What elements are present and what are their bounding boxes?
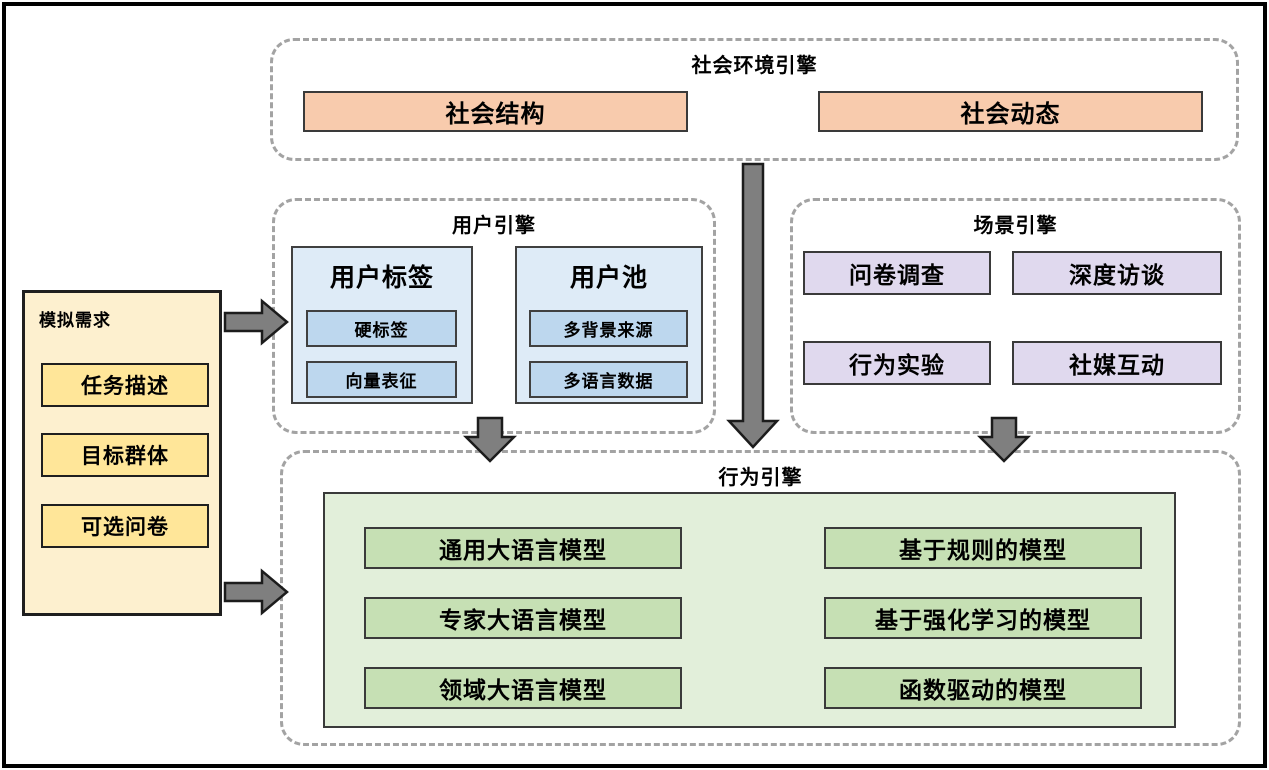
domain-llm-box: 领域大语言模型 [364, 667, 682, 709]
behavior-engine-container: 行为引擎 通用大语言模型 专家大语言模型 领域大语言模型 基于规则的模型 基于强… [280, 450, 1241, 746]
general-llm-box: 通用大语言模型 [364, 527, 682, 569]
arrow-down-social-to-behavior-icon [726, 162, 780, 449]
sim-requirements-box: 模拟需求 任务描述 目标群体 可选问卷 [22, 290, 222, 616]
arrow-down-user-to-behavior-icon [462, 416, 518, 463]
rl-based-model-box: 基于强化学习的模型 [824, 597, 1142, 639]
expert-llm-box: 专家大语言模型 [364, 597, 682, 639]
sim-item-optional-questionnaire: 可选问卷 [41, 504, 209, 548]
rule-based-model-box: 基于规则的模型 [824, 527, 1142, 569]
social-dynamics-box: 社会动态 [818, 91, 1203, 132]
social-media-interaction-box: 社媒互动 [1012, 341, 1222, 385]
sim-item-task-description: 任务描述 [41, 363, 209, 407]
user-pool-group: 用户池 多背景来源 多语言数据 [515, 246, 703, 404]
arrow-down-scenario-to-behavior-icon [976, 416, 1032, 463]
multilingual-data-box: 多语言数据 [529, 361, 688, 398]
user-engine-container: 用户引擎 用户标签 硬标签 向量表征 用户池 多背景来源 多语言数据 [272, 198, 716, 434]
multi-background-sources-box: 多背景来源 [529, 310, 688, 347]
user-pool-title: 用户池 [569, 264, 648, 292]
function-driven-model-box: 函数驱动的模型 [824, 667, 1142, 709]
social-structure-box: 社会结构 [303, 91, 688, 132]
sim-requirements-title: 模拟需求 [39, 311, 111, 330]
behavior-experiment-box: 行为实验 [803, 341, 991, 385]
scenario-engine-container: 场景引擎 问卷调查 深度访谈 行为实验 社媒互动 [790, 198, 1241, 434]
questionnaire-survey-box: 问卷调查 [803, 251, 991, 295]
behavior-engine-title: 行为引擎 [718, 467, 803, 489]
hard-tags-box: 硬标签 [306, 310, 457, 347]
in-depth-interview-box: 深度访谈 [1012, 251, 1222, 295]
sim-item-target-group: 目标群体 [41, 433, 209, 477]
behavior-models-panel: 通用大语言模型 专家大语言模型 领域大语言模型 基于规则的模型 基于强化学习的模… [323, 492, 1176, 728]
vector-representation-box: 向量表征 [306, 361, 457, 398]
user-engine-title: 用户引擎 [452, 215, 536, 237]
social-env-engine-title: 社会环境引擎 [691, 55, 818, 77]
arrow-right-to-behavior-engine-icon [223, 568, 289, 616]
arrow-right-to-user-engine-icon [223, 298, 289, 346]
user-tags-title: 用户标签 [329, 264, 434, 292]
user-tags-group: 用户标签 硬标签 向量表征 [291, 246, 473, 404]
social-env-engine-container: 社会环境引擎 社会结构 社会动态 [270, 38, 1239, 161]
scenario-engine-title: 场景引擎 [973, 215, 1058, 237]
